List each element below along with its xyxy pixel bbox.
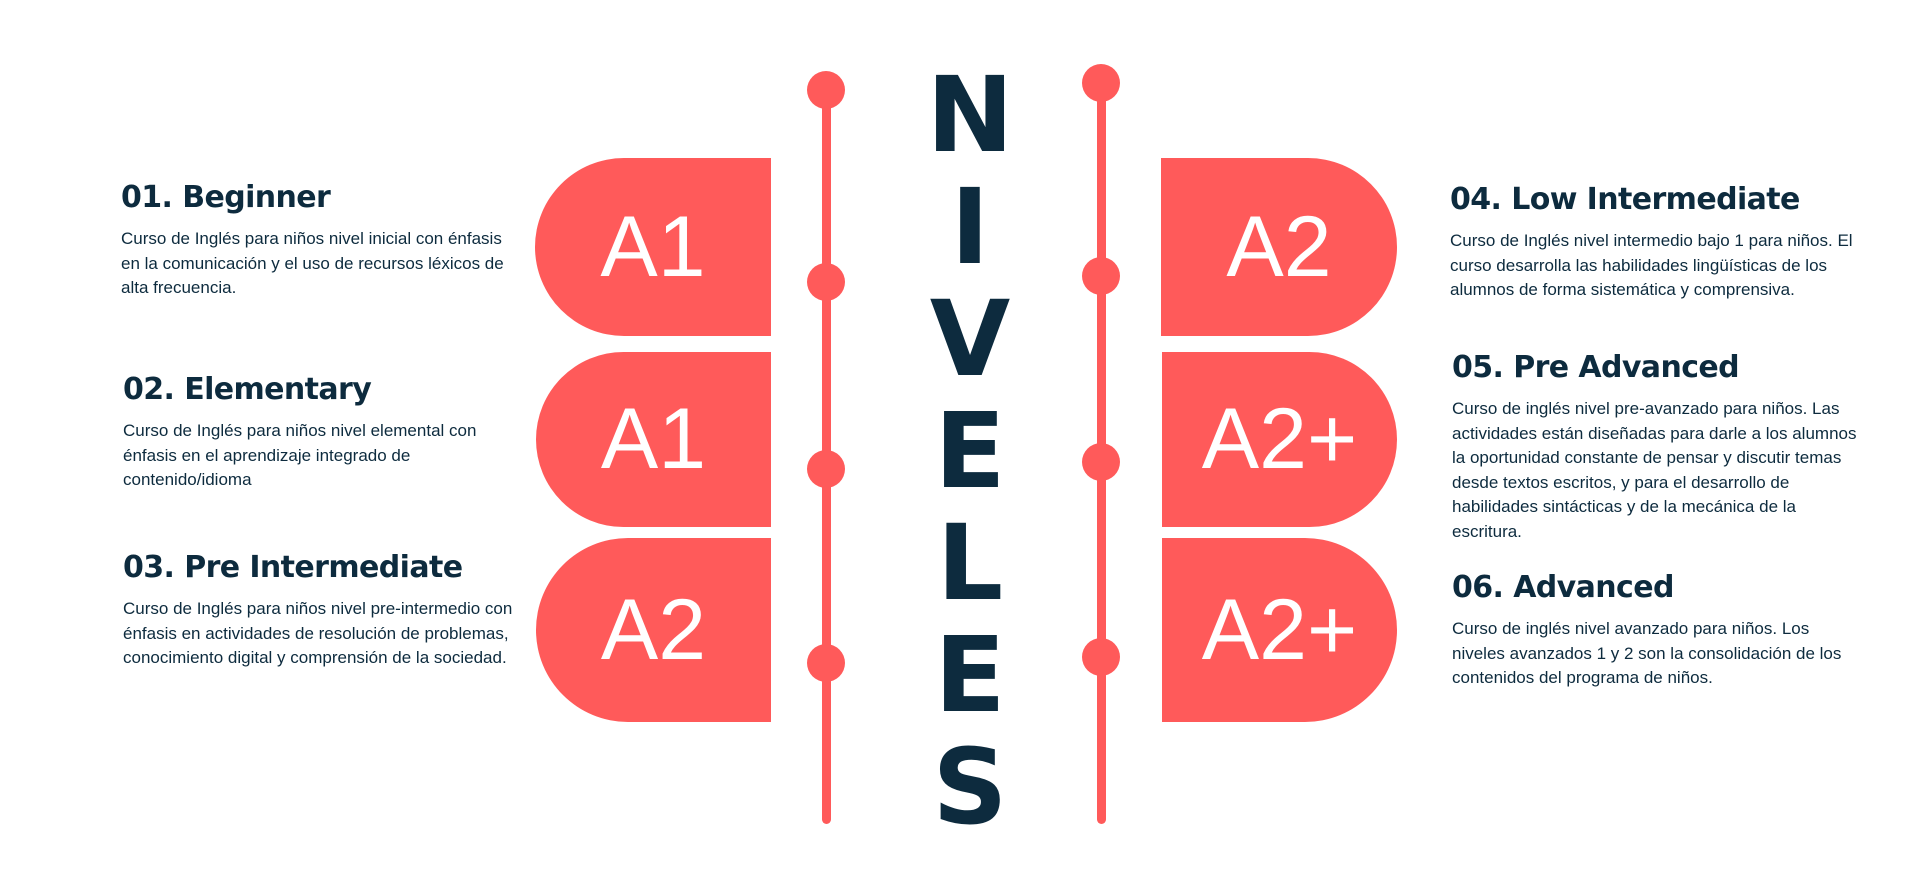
level-heading: 06. Advanced	[1452, 570, 1674, 605]
level-pre-intermediate: 03. Pre Intermediate Curso de Inglés par…	[123, 550, 528, 671]
level-description: Curso de inglés nivel pre-avanzado para …	[1452, 399, 1857, 541]
timeline-dot	[1082, 64, 1120, 102]
timeline-dot	[807, 263, 845, 301]
level-pre-advanced: 05. Pre Advanced Curso de inglés nivel p…	[1452, 350, 1857, 544]
level-badge-low-intermediate: A2	[1161, 158, 1397, 336]
title-letter: S	[932, 726, 1008, 848]
level-description: Curso de Inglés para niños nivel pre-int…	[123, 599, 513, 667]
level-badge-advanced: A2+	[1162, 538, 1397, 722]
level-badge-pre-advanced: A2+	[1162, 352, 1397, 527]
level-heading: 03. Pre Intermediate	[123, 550, 463, 585]
level-badge-beginner: A1	[535, 158, 771, 336]
timeline-dot	[1082, 638, 1120, 676]
level-badge-elementary: A1	[536, 352, 771, 527]
title-letter: E	[934, 614, 1006, 736]
title-letter: N	[926, 54, 1014, 176]
level-description: Curso de inglés nivel avanzado para niño…	[1452, 619, 1842, 687]
timeline-dot	[807, 450, 845, 488]
title-letter: L	[936, 502, 1004, 624]
level-description: Curso de Inglés para niños nivel element…	[123, 421, 477, 489]
title-letter: E	[934, 390, 1006, 512]
level-badge-pre-intermediate: A2	[536, 538, 771, 722]
timeline-dot	[1082, 443, 1120, 481]
level-heading: 04. Low Intermediate	[1450, 182, 1800, 217]
timeline-dot	[807, 71, 845, 109]
level-heading: 01. Beginner	[121, 180, 331, 215]
level-description: Curso de Inglés nivel intermedio bajo 1 …	[1450, 231, 1853, 299]
timeline-dot	[1082, 257, 1120, 295]
level-advanced: 06. Advanced Curso de inglés nivel avanz…	[1452, 570, 1857, 691]
title-letter: I	[950, 166, 990, 288]
level-description: Curso de Inglés para niños nivel inicial…	[121, 229, 504, 297]
timeline-dot	[807, 644, 845, 682]
title-letter: V	[929, 278, 1011, 400]
level-beginner: 01. Beginner Curso de Inglés para niños …	[121, 180, 521, 301]
page-title: N I V E L E S	[918, 54, 1022, 839]
level-heading: 02. Elementary	[123, 372, 372, 407]
level-low-intermediate: 04. Low Intermediate Curso de Inglés niv…	[1450, 182, 1860, 303]
level-elementary: 02. Elementary Curso de Inglés para niño…	[123, 372, 523, 493]
level-heading: 05. Pre Advanced	[1452, 350, 1740, 385]
